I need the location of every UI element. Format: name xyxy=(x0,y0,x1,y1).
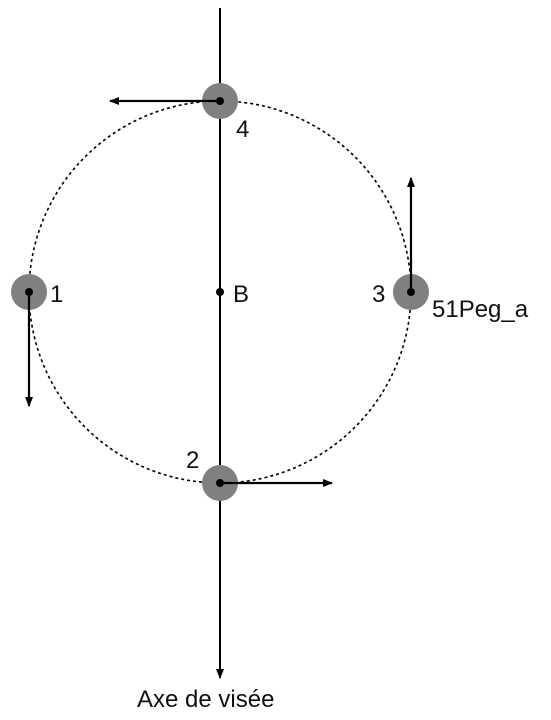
barycenter-label: B xyxy=(233,281,250,308)
position-label-4: 4 xyxy=(236,116,250,143)
barycenter-point xyxy=(216,288,224,296)
position-label-2: 2 xyxy=(186,447,200,474)
line-of-sight-label: Axe de visée xyxy=(137,686,275,713)
position-label-1: 1 xyxy=(50,281,64,308)
position-label-3: 3 xyxy=(372,281,386,308)
planet-name-label: 51Peg_a xyxy=(432,296,529,323)
